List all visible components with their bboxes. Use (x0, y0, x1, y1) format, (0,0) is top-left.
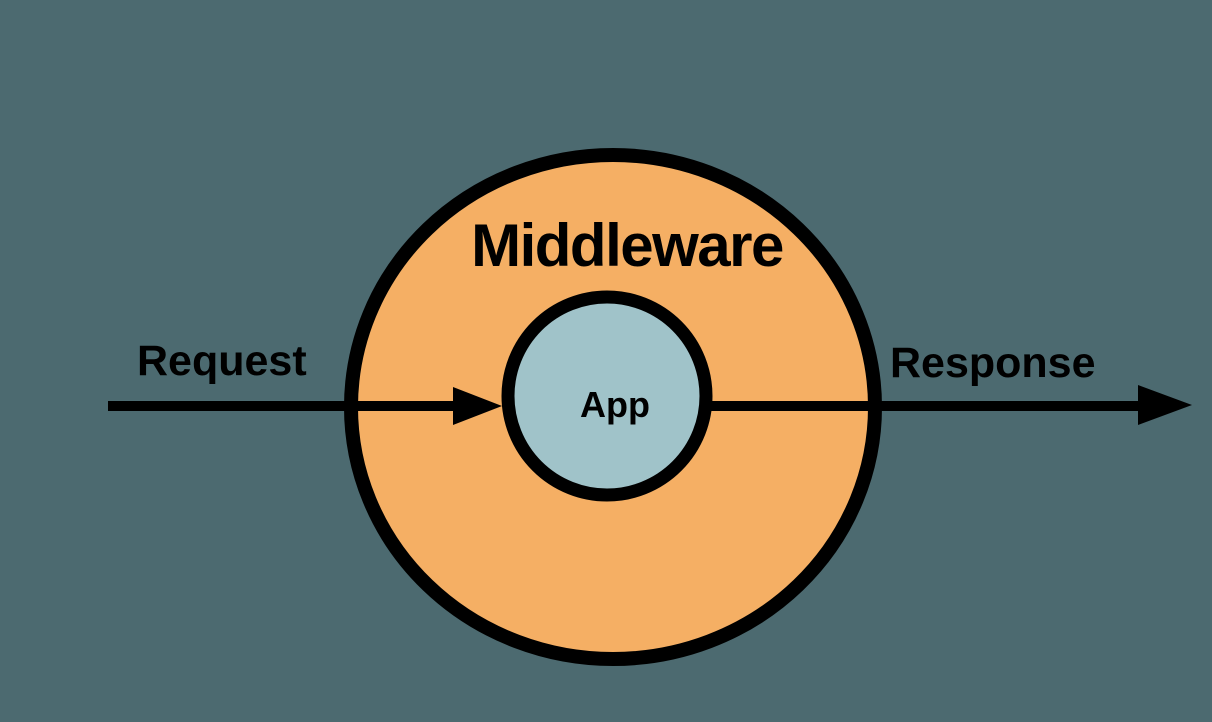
response-label: Response (890, 339, 1096, 387)
response-arrowhead-icon (1138, 385, 1192, 425)
request-arrow (108, 387, 502, 425)
app-circle (501, 290, 713, 502)
request-label: Request (137, 337, 307, 385)
app-label: App (580, 384, 650, 425)
response-arrow (710, 385, 1192, 425)
request-arrowhead-icon (453, 387, 502, 425)
middleware-label: Middleware (471, 212, 783, 279)
